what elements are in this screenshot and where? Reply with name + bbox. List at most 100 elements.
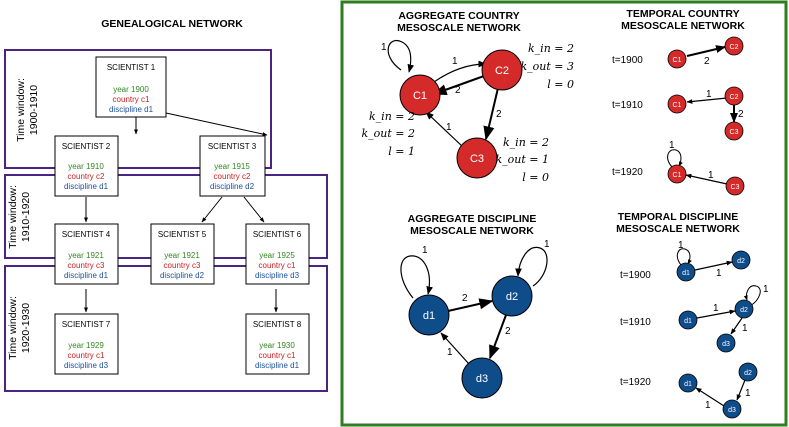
stat-l: l = 0: [522, 171, 549, 184]
edge-label: 1: [381, 42, 387, 53]
edge-label: 1: [705, 400, 711, 411]
temporal-discipline-node-1920-d3: d3: [722, 399, 742, 419]
stat-kout: k_out = 3: [520, 60, 574, 73]
temporal-country-node-1900-c2: C2: [724, 36, 744, 56]
node-label: C1: [673, 57, 682, 64]
edge-label: 1: [742, 323, 748, 334]
edge-d2-self-loop: [515, 246, 548, 287]
node-label: C1: [413, 90, 427, 102]
node-label: d2: [506, 291, 518, 303]
edge-d3-d1: [440, 332, 470, 365]
edge-1910-d2-d3: [730, 317, 743, 335]
country-node-c3: C3: [456, 137, 498, 179]
stat-l: l = 1: [388, 145, 415, 158]
temporal-discipline-title-line2: MESOSCALE NETWORK: [616, 223, 740, 235]
node-label: d2: [737, 258, 745, 265]
node-label: d1: [423, 310, 435, 322]
scientist-name: SCIENTIST 1: [107, 63, 156, 72]
edge-s3-s5: [201, 196, 223, 223]
mesoscale-panel: [340, 0, 788, 427]
node-label: C3: [730, 129, 739, 136]
time-label-1920: t=1920: [620, 377, 651, 388]
scientist-name: SCIENTIST 2: [62, 142, 111, 151]
edge-1900-c1-c2: [686, 45, 726, 57]
stat-kin: k_in = 2: [503, 136, 549, 149]
scientist-discipline: discipline d2: [160, 271, 205, 280]
edge-c1-c2: [433, 60, 487, 83]
scientist-year: year 1900: [113, 85, 149, 94]
node-label: d2: [740, 307, 748, 314]
scientist-discipline: discipline d1: [255, 361, 300, 370]
temporal-country-node-1900-c1: C1: [667, 49, 687, 69]
genealogy-title: GENEALOGICAL NETWORK: [101, 18, 243, 30]
edge-label: 2: [455, 85, 461, 96]
node-label: d1: [684, 381, 692, 388]
stats-c3: k_in = 2 k_out = 1 l = 0: [495, 136, 549, 184]
edge-c3-c1: [425, 111, 464, 148]
scientist-country: country c2: [214, 172, 251, 181]
scientist-year: year 1921: [68, 251, 104, 260]
edge-label: 1: [713, 303, 719, 314]
scientist-6-box: SCIENTIST 6 year 1925 country c1 discipl…: [245, 223, 310, 285]
stat-l: l = 0: [547, 78, 574, 91]
edge-label: 1: [706, 89, 712, 100]
time-window-2-label-line2: 1910-1920: [20, 192, 32, 242]
edge-1920-c3-c1: [685, 173, 728, 185]
node-label: C2: [495, 65, 509, 77]
discipline-node-d3: d3: [461, 357, 503, 399]
edge-label: 2: [704, 56, 710, 67]
scientist-discipline: discipline d1: [109, 105, 154, 114]
scientist-5-box: SCIENTIST 5 year 1921 country c3 discipl…: [150, 223, 215, 285]
edge-1920-d2-d3: [736, 379, 746, 401]
scientist-year: year 1910: [68, 162, 104, 171]
node-label: C3: [731, 184, 740, 191]
scientist-discipline: discipline d3: [255, 271, 300, 280]
edge-d1-self-loop: [400, 255, 433, 299]
scientist-country: country c3: [164, 261, 201, 270]
scientist-discipline: discipline d1: [64, 271, 109, 280]
node-label: d3: [728, 407, 736, 414]
stats-c1: k_in = 2 k_out = 2 l = 1: [361, 110, 415, 158]
edge-1920-d3-d1: [695, 387, 725, 407]
scientist-year: year 1925: [259, 251, 295, 260]
temporal-discipline-node-1910-d3: d3: [716, 333, 736, 353]
edge-d2-d3: [489, 314, 507, 360]
stat-kout: k_out = 1: [495, 153, 549, 166]
scientist-3-box: SCIENTIST 3 year 1915 country c2 discipl…: [199, 135, 266, 197]
edge-1920-c1-self-loop: [667, 149, 683, 168]
edge-label: 2: [462, 293, 468, 304]
edge-label: 2: [496, 109, 502, 120]
node-label: d2: [744, 370, 752, 377]
temporal-discipline-node-1910-d1: d1: [678, 310, 698, 330]
time-window-1: [4, 49, 272, 169]
scientist-name: SCIENTIST 3: [208, 142, 257, 151]
scientist-country: country c1: [259, 261, 296, 270]
scientist-4-box: SCIENTIST 4 year 1921 country c3 discipl…: [54, 223, 119, 285]
temporal-discipline-node-1900-d1: d1: [676, 262, 696, 282]
node-label: C1: [673, 102, 682, 109]
scientist-1-box: SCIENTIST 1 year 1900 country c1 discipl…: [95, 56, 167, 118]
time-window-2-label-line1: Time window:: [7, 185, 19, 249]
node-label: d3: [476, 373, 488, 385]
temporal-country-title-line1: TEMPORAL COUNTRY: [626, 8, 739, 20]
aggregate-country-title-line1: AGGREGATE COUNTRY: [398, 10, 519, 22]
aggregate-country-title-line2: MESOSCALE NETWORK: [397, 22, 521, 34]
edge-s3-s6: [243, 196, 265, 223]
edge-1900-d1-self-loop: [676, 248, 692, 266]
stat-kin: k_in = 2: [528, 42, 574, 55]
aggregate-discipline-title-line1: AGGREGATE DISCIPLINE: [408, 213, 537, 225]
stats-c2: k_in = 2 k_out = 3 l = 0: [520, 42, 574, 91]
scientist-name: SCIENTIST 8: [253, 320, 302, 329]
temporal-country-node-1910-c2: C2: [724, 86, 744, 106]
scientist-discipline: discipline d3: [64, 361, 109, 370]
temporal-country-node-1920-c3: C3: [725, 176, 745, 196]
edge-1910-c2-c1: [686, 97, 728, 104]
temporal-country-title-line2: MESOSCALE NETWORK: [621, 20, 745, 32]
node-label: C3: [470, 153, 484, 165]
edge-c1-self-loop: [387, 39, 415, 73]
node-label: C2: [730, 44, 739, 51]
country-node-c2: C2: [481, 49, 523, 91]
edge-1910-d2-self-loop: [743, 285, 761, 307]
scientist-discipline: discipline d2: [210, 182, 255, 191]
time-label-1910: t=1910: [620, 317, 651, 328]
